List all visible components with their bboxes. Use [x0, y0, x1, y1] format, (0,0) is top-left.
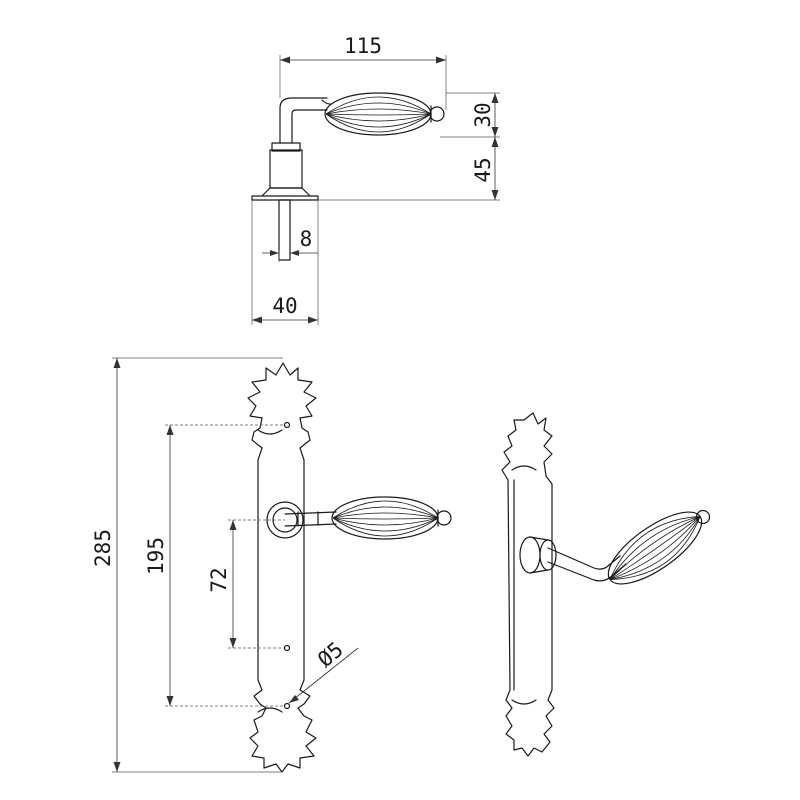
bulb-ribs-perspective	[609, 516, 701, 580]
dim-screw-spacing: 195	[144, 537, 168, 575]
top-notch	[257, 429, 283, 435]
top-view-handle	[251, 92, 445, 261]
bottom-notch	[257, 707, 283, 713]
handle-stem	[269, 149, 303, 189]
rose-cap	[261, 187, 311, 197]
backplate-outline	[247, 362, 317, 773]
stem-collar	[271, 142, 301, 152]
grip-bulb-front	[331, 496, 439, 540]
arm-inner	[291, 109, 328, 144]
bulb-neck	[321, 99, 331, 105]
arm-rings	[297, 511, 319, 527]
dim-handle-length: 115	[344, 34, 382, 58]
dim-screw-hole-diameter: Ø5	[313, 637, 348, 672]
dim-rose-width: 40	[272, 294, 297, 318]
perspective-top-notch	[511, 465, 537, 471]
end-knob-perspective	[695, 509, 711, 525]
rose-base	[251, 195, 319, 201]
arm-upper	[547, 547, 621, 570]
rose-outer	[266, 501, 304, 539]
perspective-bottom-notch	[511, 699, 537, 705]
end-knob	[429, 106, 445, 122]
dim-handle-offset: 72	[207, 567, 231, 592]
lever-arm	[284, 511, 337, 527]
plate-perspective-outline	[501, 412, 555, 757]
dim-stem-height: 45	[471, 157, 495, 182]
dimensions-top: 115 30 45 8 40	[251, 34, 500, 325]
screw-hole-middle	[283, 644, 291, 652]
dim-knob-height: 30	[471, 102, 495, 127]
grip-bulb	[324, 92, 432, 136]
grip-bulb-perspective	[607, 511, 703, 585]
dimensions-front: 285 195 72 Ø5	[91, 357, 359, 773]
dim-plate-height: 285	[91, 529, 115, 567]
perspective-view	[501, 412, 711, 757]
rose-end	[539, 539, 557, 571]
square-spindle	[278, 199, 291, 261]
bulb-ribs	[325, 96, 431, 133]
screw-hole-top	[283, 421, 291, 429]
screw-hole-bottom	[283, 702, 291, 710]
front-view-backplate	[247, 362, 452, 773]
arm-outer	[279, 97, 328, 144]
rose-sides	[529, 536, 549, 574]
end-knob-front	[436, 510, 452, 526]
dim-square-spindle: 8	[300, 227, 313, 251]
bulb-ribs-front	[332, 500, 438, 537]
rose-face	[519, 536, 541, 574]
